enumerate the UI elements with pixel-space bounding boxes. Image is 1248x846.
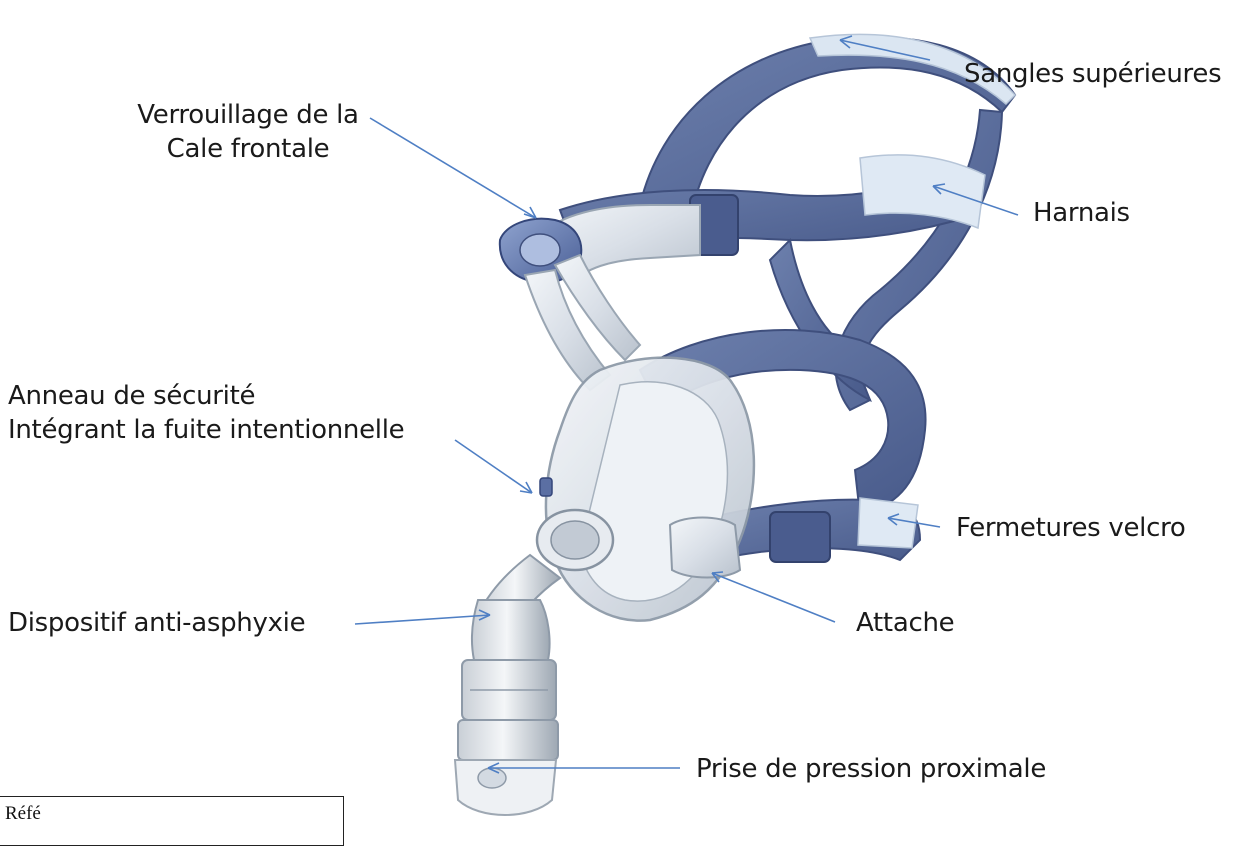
label-anneau-line1: Anneau de sécurité (8, 379, 404, 413)
label-prise-de-pression: Prise de pression proximale (696, 752, 1046, 786)
label-verrouillage-line2: Cale frontale (118, 132, 378, 166)
mask-shell (537, 358, 754, 621)
reference-box-text: Réfé (5, 803, 41, 825)
label-dispositif-anti-asphyxie: Dispositif anti-asphyxie (8, 606, 305, 640)
label-fermetures-velcro: Fermetures velcro (956, 511, 1186, 545)
elbow-assembly (455, 555, 560, 815)
label-verrouillage-line1: Verrouillage de la (118, 98, 378, 132)
label-attache: Attache (856, 606, 954, 640)
reference-box: Réfé (0, 796, 344, 846)
leader-verrouillage (370, 118, 536, 218)
label-sangles-superieures: Sangles supérieures (964, 57, 1221, 91)
leader-dispositif (355, 615, 490, 624)
label-anneau: Anneau de sécurité Intégrant la fuite in… (8, 379, 404, 447)
label-harnais: Harnais (1033, 196, 1130, 230)
label-verrouillage: Verrouillage de la Cale frontale (118, 98, 378, 166)
leader-attache (712, 573, 835, 622)
label-anneau-line2: Intégrant la fuite intentionnelle (8, 413, 404, 447)
leader-anneau (455, 440, 532, 493)
